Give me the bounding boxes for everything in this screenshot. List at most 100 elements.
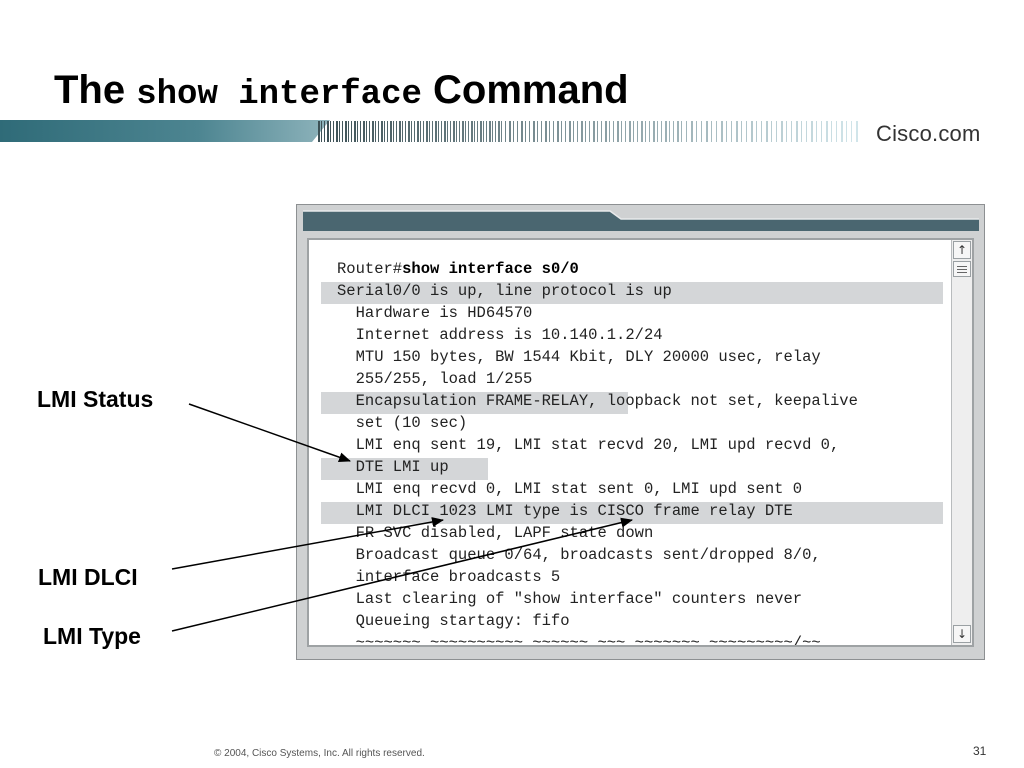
banner-stripe bbox=[776, 121, 777, 142]
banner-stripe bbox=[342, 121, 343, 142]
banner-stripe bbox=[569, 121, 571, 142]
banner-stripe bbox=[521, 121, 523, 142]
banner-stripe bbox=[363, 121, 365, 142]
banner-stripe bbox=[474, 121, 475, 142]
banner-stripe bbox=[429, 121, 430, 142]
page-number: 31 bbox=[973, 744, 987, 758]
banner-stripe bbox=[432, 121, 433, 142]
banner-stripe bbox=[459, 121, 460, 142]
banner-stripe bbox=[533, 121, 535, 142]
banner-stripe bbox=[577, 121, 578, 142]
scroll-thumb[interactable] bbox=[953, 261, 971, 277]
output-line: Serial0/0 is up, line protocol is up bbox=[337, 282, 672, 300]
banner-stripe bbox=[357, 121, 358, 142]
arrow-lmi-dlci bbox=[171, 517, 444, 570]
banner-stripe bbox=[661, 121, 662, 142]
banner-stripe bbox=[333, 121, 334, 142]
banner-stripe bbox=[821, 121, 822, 142]
banner-stripe bbox=[468, 121, 469, 142]
banner-stripe bbox=[345, 121, 347, 142]
arrow-lmi-type bbox=[171, 517, 633, 632]
banner-stripe bbox=[756, 121, 757, 142]
banner-stripe bbox=[513, 121, 514, 142]
banner-stripe bbox=[649, 121, 650, 142]
banner-stripe bbox=[411, 121, 412, 142]
banner-stripe bbox=[573, 121, 574, 142]
terminal-output: Router#show interface s0/0 Serial0/0 is … bbox=[309, 240, 953, 645]
banner-stripe bbox=[492, 121, 493, 142]
scroll-up-icon[interactable]: ↑ bbox=[953, 241, 971, 259]
output-line: Last clearing of "show interface" counte… bbox=[337, 590, 803, 608]
copyright-text: © 2004, Cisco Systems, Inc. All rights r… bbox=[214, 748, 425, 759]
banner-stripe bbox=[396, 121, 397, 142]
banner-stripe bbox=[498, 121, 500, 142]
banner-stripe bbox=[541, 121, 542, 142]
banner-stripe bbox=[351, 121, 352, 142]
banner-stripe bbox=[771, 121, 772, 142]
banner-stripe bbox=[489, 121, 491, 142]
banner-stripe bbox=[414, 121, 415, 142]
banner-stripe bbox=[841, 121, 843, 142]
banner-stripe bbox=[553, 121, 554, 142]
output-line: LMI enq recvd 0, LMI stat sent 0, LMI up… bbox=[337, 480, 803, 498]
terminal-screen[interactable]: Router#show interface s0/0 Serial0/0 is … bbox=[307, 238, 974, 647]
banner-stripe bbox=[509, 121, 511, 142]
banner-stripe bbox=[549, 121, 550, 142]
banner-stripe bbox=[657, 121, 658, 142]
banner-stripe bbox=[465, 121, 466, 142]
banner-stripe bbox=[529, 121, 530, 142]
banner-stripe bbox=[791, 121, 792, 142]
banner-stripe bbox=[517, 121, 518, 142]
banner-stripe bbox=[831, 121, 832, 142]
header-banner bbox=[0, 118, 1024, 144]
output-line: Internet address is 10.140.1.2/24 bbox=[337, 326, 663, 344]
scroll-down-icon[interactable]: ↓ bbox=[953, 625, 971, 643]
output-line: Queueing startagy: fifo bbox=[337, 612, 570, 630]
banner-stripe bbox=[761, 121, 762, 142]
banner-stripe bbox=[441, 121, 442, 142]
banner-stripe bbox=[480, 121, 482, 142]
banner-stripe bbox=[629, 121, 631, 142]
banner-stripe bbox=[677, 121, 679, 142]
title-prefix: The bbox=[54, 68, 126, 112]
banner-stripe bbox=[471, 121, 473, 142]
banner-stripe bbox=[501, 121, 502, 142]
banner-stripe bbox=[456, 121, 457, 142]
vertical-scrollbar[interactable]: ↑ ↓ bbox=[951, 240, 972, 645]
output-line: set (10 sec) bbox=[337, 414, 468, 432]
output-line-clipped: ~~~~~~~ ~~~~~~~~~~ ~~~~~~ ~~~ ~~~~~~~ ~~… bbox=[337, 634, 821, 647]
callout-lmi-status: LMI Status bbox=[37, 386, 154, 412]
command-text: show interface s0/0 bbox=[402, 260, 579, 278]
banner-stripe bbox=[836, 121, 837, 142]
command-line: Router#show interface s0/0 bbox=[337, 258, 579, 280]
banner-stripe bbox=[348, 121, 349, 142]
output-line: MTU 150 bytes, BW 1544 Kbit, DLY 20000 u… bbox=[337, 348, 821, 366]
banner-stripe bbox=[721, 121, 723, 142]
banner-stripe bbox=[686, 121, 687, 142]
banner-stripe bbox=[435, 121, 437, 142]
banner-stripe bbox=[450, 121, 451, 142]
banner-stripe bbox=[637, 121, 638, 142]
terminal-title-bar bbox=[303, 210, 979, 231]
banner-stripe bbox=[420, 121, 421, 142]
banner-stripe bbox=[801, 121, 802, 142]
banner-stripe bbox=[336, 121, 338, 142]
banner-stripe bbox=[390, 121, 392, 142]
banner-stripe bbox=[505, 121, 506, 142]
banner-stripe bbox=[318, 121, 320, 142]
banner-stripe bbox=[354, 121, 356, 142]
banner-stripe bbox=[673, 121, 674, 142]
banner-stripe bbox=[597, 121, 598, 142]
highlight-dte-lmi-up bbox=[321, 458, 488, 480]
output-line: LMI enq sent 19, LMI stat recvd 20, LMI … bbox=[337, 436, 840, 454]
output-line: FR SVC disabled, LAPF state down bbox=[337, 524, 654, 542]
banner-stripe bbox=[669, 121, 670, 142]
banner-stripe bbox=[486, 121, 487, 142]
banner-stripe bbox=[726, 121, 727, 142]
arrow-lmi-status bbox=[188, 403, 351, 463]
banner-stripe bbox=[360, 121, 361, 142]
banner-stripe bbox=[375, 121, 376, 142]
banner-stripe bbox=[417, 121, 419, 142]
banner-stripe bbox=[766, 121, 768, 142]
